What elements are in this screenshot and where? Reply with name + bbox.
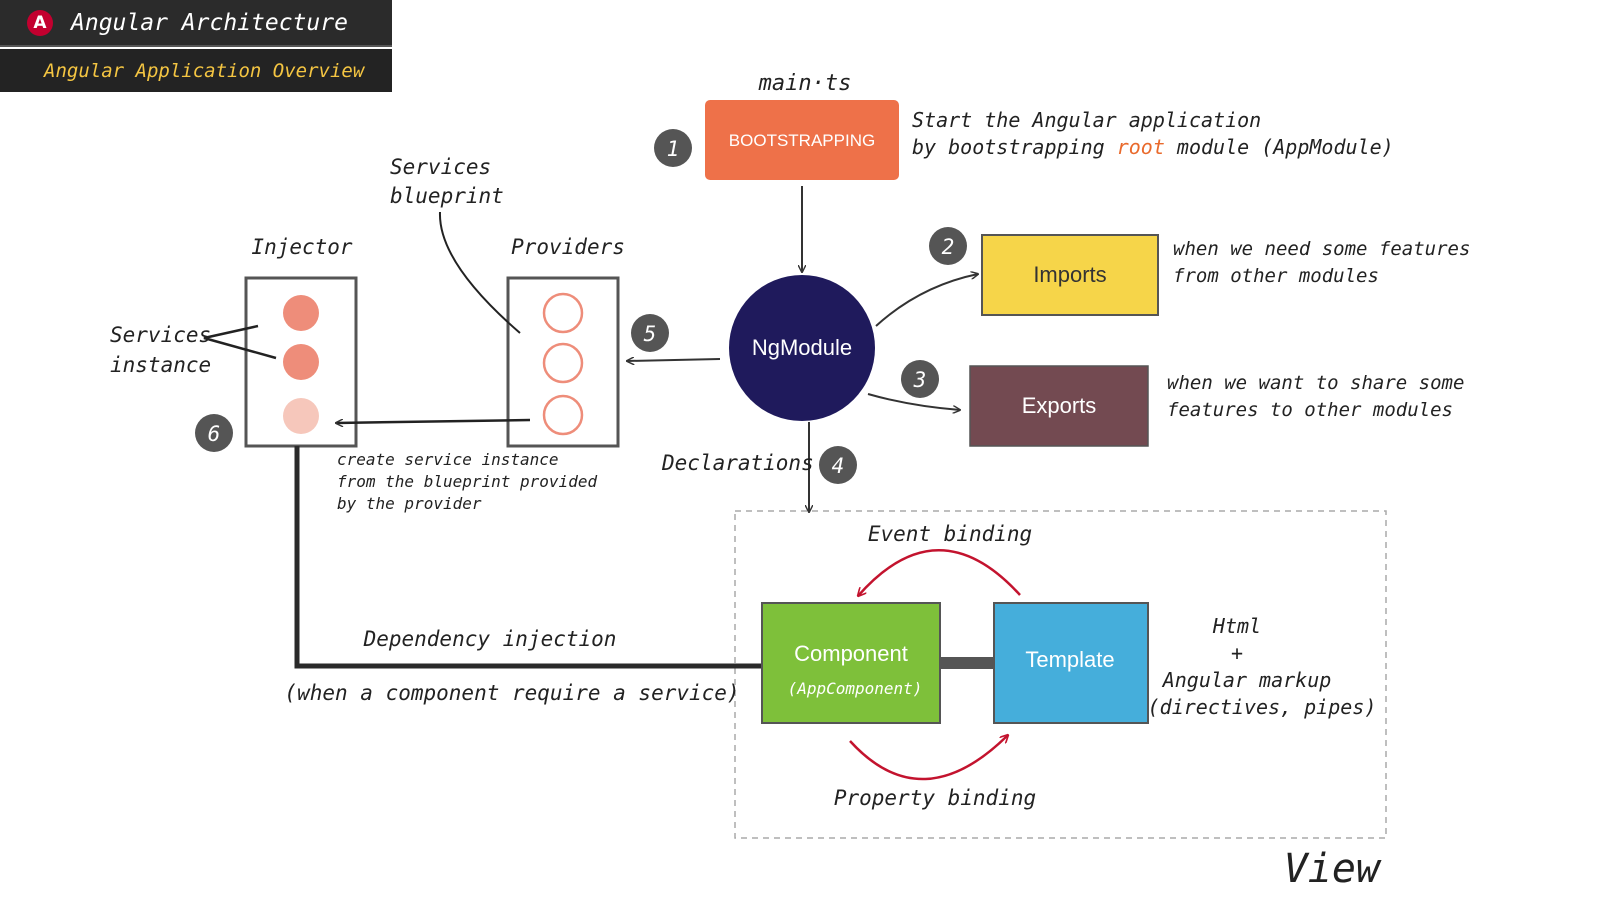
view-label: View (1284, 846, 1382, 892)
template-box (993, 602, 1149, 724)
services-instance-line1: Services (110, 323, 211, 347)
imports-desc-line2: from other modules (1173, 265, 1379, 287)
providers-label: Providers (511, 235, 625, 259)
step-badge-5: 5 (631, 314, 669, 352)
ngmodule-to-providers-arrow (627, 359, 721, 361)
create-desc-line3: by the provider (337, 494, 482, 513)
header-title: Angular Architecture (71, 9, 348, 36)
services-blueprint-line1: Services (390, 155, 491, 179)
instance-pointer-lines (203, 324, 277, 360)
ngmodule-to-exports-arrow (867, 393, 960, 410)
component-label: Component (794, 641, 908, 666)
bootstrap-desc-line1: Start the Angular application (912, 108, 1261, 132)
provider-blueprint-3 (542, 394, 584, 436)
svg-text:3: 3 (913, 368, 927, 392)
angular-logo-icon: A (27, 9, 53, 36)
step-badge-3: 3 (901, 360, 939, 398)
ngmodule-to-imports-arrow (875, 274, 978, 327)
ngmodule-label: NgModule (752, 335, 852, 360)
imports-box (981, 234, 1159, 316)
bootstrapping-box (705, 100, 899, 180)
svg-text:1: 1 (667, 137, 680, 161)
main-ts-label: main·ts (758, 71, 852, 96)
step-badge-4: 4 (819, 446, 857, 484)
imports-label: Imports (1033, 262, 1106, 287)
provider-blueprint-1 (542, 292, 584, 334)
svg-text:2: 2 (942, 235, 955, 259)
exports-box (969, 365, 1149, 447)
step-badge-1: 1 (654, 129, 692, 167)
dependency-injection-line (294, 446, 762, 669)
property-binding-label: Property binding (834, 786, 1036, 810)
service-instance-1 (283, 295, 319, 331)
imports-desc-line1: when we need some features (1173, 238, 1470, 260)
blueprint-pointer-line (438, 211, 521, 334)
service-instance-2 (283, 344, 319, 380)
exports-desc-line2: features to other modules (1167, 399, 1453, 421)
header-subtitle: Angular Application Overview (44, 59, 365, 82)
injector-label: Injector (251, 235, 353, 259)
create-desc-line2: from the blueprint provided (337, 472, 597, 491)
declarations-label: Declarations (661, 451, 814, 475)
svg-text:4: 4 (832, 454, 845, 478)
providers-to-injector-arrow (336, 418, 531, 423)
svg-text:5: 5 (644, 322, 657, 346)
step-badge-6: 6 (195, 414, 233, 452)
create-desc-line1: create service instance (337, 450, 559, 469)
template-label: Template (1025, 647, 1114, 672)
step-badge-2: 2 (929, 227, 967, 265)
event-binding-label: Event binding (868, 522, 1032, 546)
provider-blueprint-2 (542, 342, 584, 384)
dependency-injection-label: Dependency injection (363, 627, 617, 651)
root-keyword: root (1117, 135, 1165, 159)
view-container (734, 510, 1387, 839)
svg-text:6: 6 (208, 422, 221, 446)
bootstrap-desc-line2: by bootstrapping root module (AppModule) (912, 135, 1394, 159)
ngmodule-circle (729, 275, 875, 421)
header-subtitle-bar: Angular Application Overview (0, 49, 392, 92)
service-instance-3 (283, 398, 319, 434)
services-instance-line2: instance (110, 353, 211, 377)
html-line2: + (1231, 641, 1243, 665)
component-template-connector (938, 657, 994, 669)
bootstrapping-label: BOOTSTRAPPING (729, 131, 875, 150)
html-line1: Html (1212, 614, 1261, 638)
header-title-bar: A Angular Architecture (0, 0, 392, 47)
event-binding-arrow (858, 549, 1021, 596)
providers-box (506, 276, 620, 448)
exports-label: Exports (1022, 393, 1097, 418)
component-sub-label: (AppComponent) (788, 679, 923, 698)
html-line4: (directives, pipes) (1148, 695, 1377, 719)
html-line3: Angular markup (1161, 668, 1332, 692)
property-binding-arrow (849, 735, 1008, 781)
exports-desc-line1: when we want to share some (1167, 372, 1464, 394)
di-desc: (when a component require a service) (284, 681, 739, 705)
component-box (761, 602, 941, 724)
services-blueprint-line2: blueprint (390, 184, 504, 208)
